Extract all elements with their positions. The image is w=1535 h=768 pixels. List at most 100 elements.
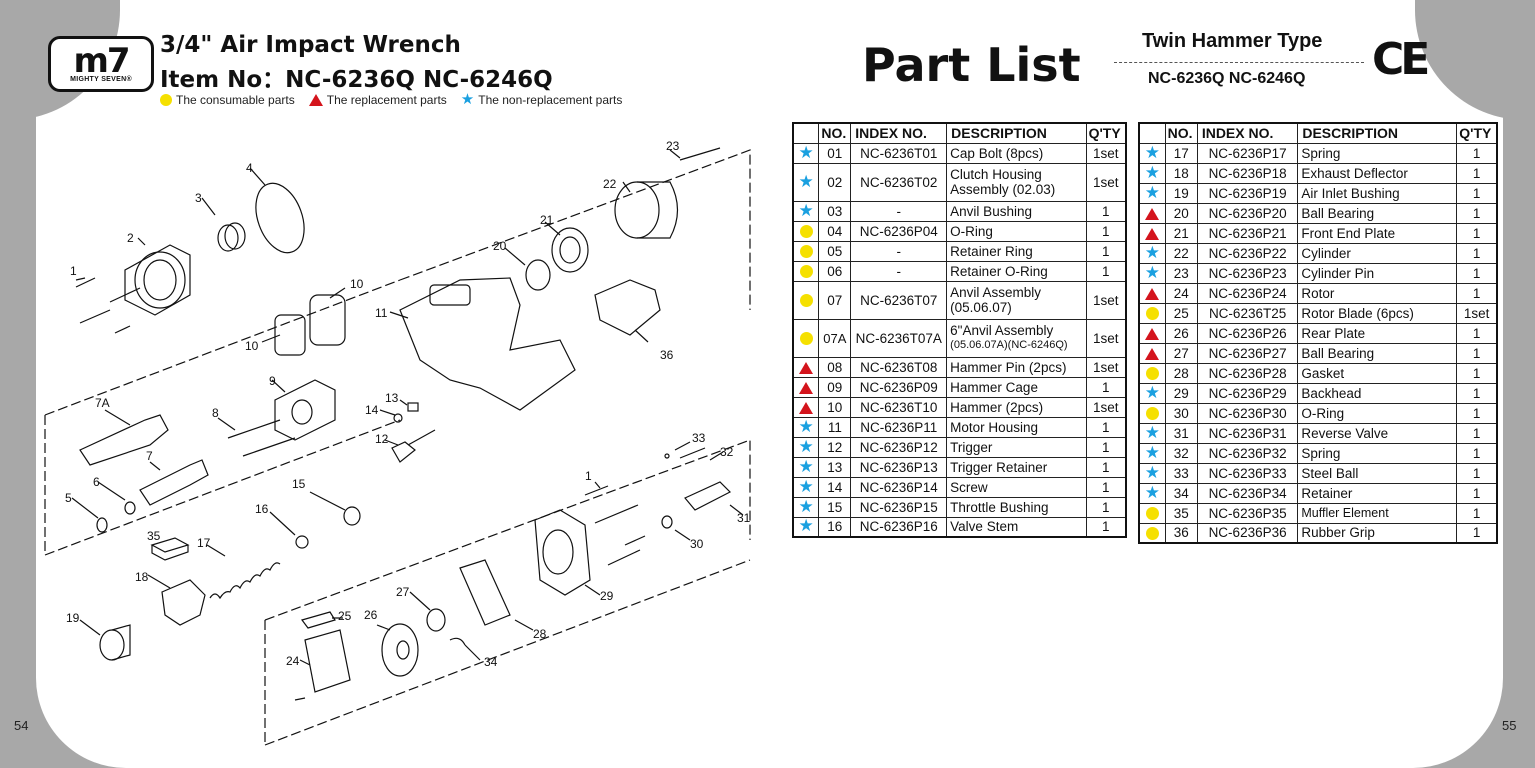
description-line: Screw [950, 479, 988, 495]
svg-text:2: 2 [127, 231, 134, 245]
svg-text:3: 3 [195, 191, 202, 205]
col-no: NO. [818, 122, 852, 144]
part-description: Steel Ball [1297, 462, 1458, 484]
index-number: NC-6236P31 [1196, 422, 1299, 444]
svg-text:27: 27 [396, 585, 410, 599]
quantity: 1 [1456, 402, 1498, 424]
description-line: Throttle Bushing [950, 499, 1049, 515]
quantity: 1 [1085, 516, 1127, 538]
quantity: 1set [1456, 302, 1498, 324]
part-description: Hammer (2pcs) [946, 396, 1087, 418]
consumable-circle-icon [799, 245, 813, 259]
svg-text:24: 24 [286, 654, 300, 668]
quantity: 1 [1456, 362, 1498, 384]
svg-text:25: 25 [338, 609, 352, 623]
index-number: NC-6236P36 [1196, 522, 1299, 544]
table-header-row: NO. INDEX NO. DESCRIPTION Q'TY [792, 122, 1127, 144]
description-line: O-Ring [1301, 405, 1345, 421]
quantity: 1 [1456, 382, 1498, 404]
part-number: 30 [1164, 402, 1198, 424]
description-line: Cylinder [1301, 245, 1351, 261]
index-number: NC-6236T07 [850, 280, 948, 320]
quantity: 1 [1085, 436, 1127, 458]
non-replacement-star-icon: ★ [1144, 462, 1160, 482]
part-number: 18 [1164, 162, 1198, 184]
description-line: Trigger Retainer [950, 459, 1048, 475]
col-desc: DESCRIPTION [946, 122, 1087, 144]
part-number: 15 [818, 496, 852, 518]
svg-text:28: 28 [533, 627, 547, 641]
triangle-icon [308, 94, 323, 106]
non-replacement-star-icon: ★ [798, 436, 814, 456]
part-description: Motor Housing [946, 416, 1087, 438]
consumable-circle-icon [1145, 527, 1159, 541]
description-line: Motor Housing [950, 419, 1038, 435]
svg-text:11: 11 [375, 306, 388, 320]
part-number: 36 [1164, 522, 1198, 544]
part-number: 29 [1164, 382, 1198, 404]
quantity: 1set [1085, 396, 1127, 418]
svg-text:29: 29 [600, 589, 614, 603]
index-number: NC-6236P20 [1196, 202, 1299, 224]
description-line: Gasket [1301, 365, 1345, 381]
non-replacement-star-icon: ★ [798, 142, 814, 162]
part-description: Rubber Grip [1297, 522, 1458, 544]
consumable-circle-icon [799, 294, 813, 308]
svg-text:8: 8 [212, 406, 219, 420]
non-replacement-star-icon: ★ [798, 456, 814, 476]
svg-text:12: 12 [375, 432, 389, 446]
non-replacement-star-icon: ★ [1144, 182, 1160, 202]
part-number: 22 [1164, 242, 1198, 264]
product-title: 3/4" Air Impact Wrench [160, 32, 461, 58]
col-index: INDEX NO. [850, 122, 948, 144]
part-number: 24 [1164, 282, 1198, 304]
part-list-heading: Part List [862, 38, 1081, 92]
index-number: NC-6236P17 [1196, 142, 1299, 164]
svg-text:31: 31 [737, 511, 751, 525]
non-replacement-star-icon: ★ [1144, 422, 1160, 442]
part-number: 07A [818, 318, 852, 358]
part-number: 25 [1164, 302, 1198, 324]
part-number: 28 [1164, 362, 1198, 384]
non-replacement-star-icon: ★ [1144, 442, 1160, 462]
quantity: 1 [1456, 442, 1498, 464]
svg-text:1: 1 [585, 469, 592, 483]
description-line: Hammer (2pcs) [950, 399, 1044, 415]
index-number: NC-6236P23 [1196, 262, 1299, 284]
legend: The consumable parts The replacement par… [160, 92, 622, 107]
svg-text:18: 18 [135, 570, 149, 584]
quantity: 1 [1085, 260, 1127, 282]
non-replacement-star-icon: ★ [1144, 262, 1160, 282]
quantity: 1 [1456, 522, 1498, 544]
quantity: 1 [1456, 422, 1498, 444]
quantity: 1 [1085, 416, 1127, 438]
index-number: NC-6236P04 [850, 220, 948, 242]
replacement-triangle-icon [1145, 287, 1160, 300]
non-replacement-star-icon: ★ [798, 171, 814, 191]
description-line: Retainer [1301, 485, 1353, 501]
index-number: NC-6236T07A [850, 318, 948, 358]
svg-text:6: 6 [93, 475, 100, 489]
quantity: 1 [1085, 496, 1127, 518]
index-number: NC-6236P34 [1196, 482, 1299, 504]
consumable-circle-icon [799, 265, 813, 279]
legend-replacement: The replacement parts [308, 93, 447, 107]
part-description: Valve Stem [946, 516, 1087, 538]
part-description: Ball Bearing [1297, 202, 1458, 224]
part-number: 31 [1164, 422, 1198, 444]
part-description: Retainer Ring [946, 240, 1087, 262]
exploded-diagram: 1 2 3 4 7A 8 7 6 5 10 10 9 11 13 14 12 1… [44, 139, 751, 746]
part-number: 14 [818, 476, 852, 498]
svg-text:10: 10 [245, 339, 259, 353]
